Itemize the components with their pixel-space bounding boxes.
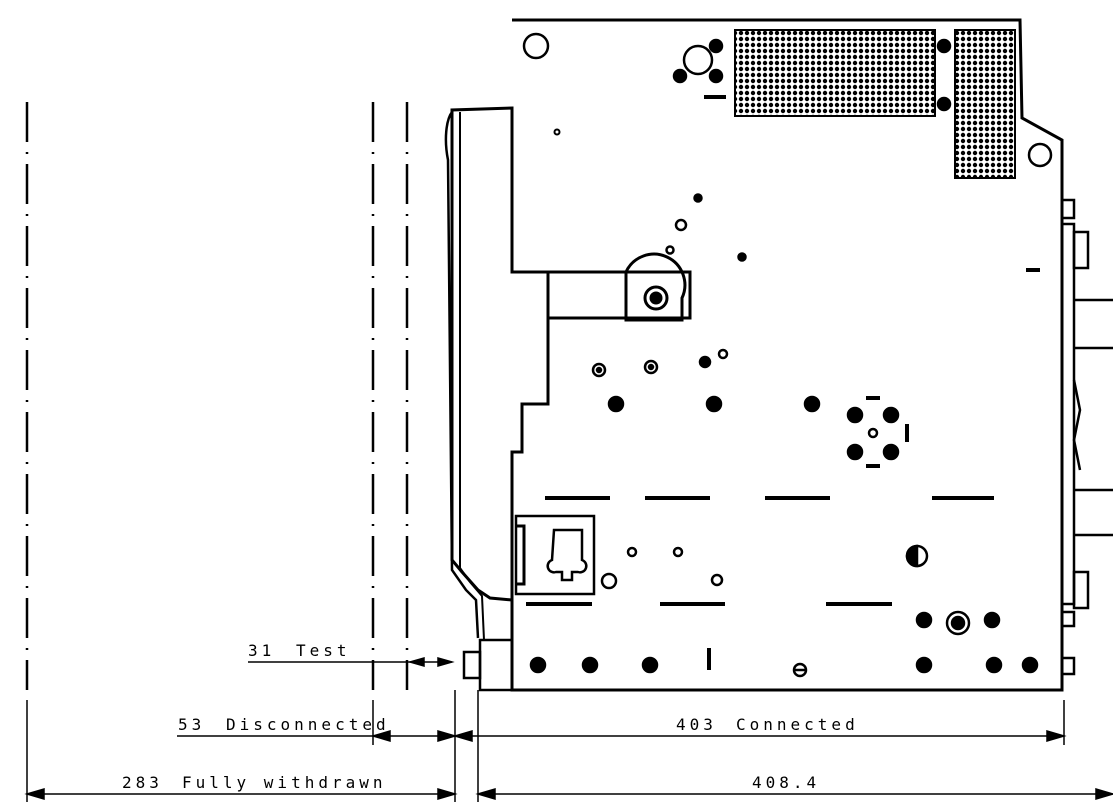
front-panel-curve [444, 111, 480, 639]
middle-fixings [545, 348, 994, 500]
dim-disconnected-value: 53 [178, 715, 205, 734]
grille-top [734, 29, 936, 117]
housing-fixings [522, 32, 1053, 272]
grille-right [954, 29, 1016, 179]
racking-keyhole [546, 528, 588, 582]
base-feet [462, 638, 514, 692]
left-stepped-profile [510, 318, 550, 600]
front-panel-inner [459, 112, 485, 641]
ventilation-grilles [734, 29, 1016, 179]
dim-disconnected-label: Disconnected [226, 715, 390, 734]
dim-test-value: 31 [248, 641, 275, 660]
position-centerlines [25, 102, 409, 690]
lower-mechanism [514, 514, 1039, 678]
dim-test-label: Test [296, 641, 351, 660]
lever-tab [624, 252, 687, 322]
dim-withdrawn-value: 283 [122, 773, 163, 792]
dim-withdrawn-label: Fully withdrawn [182, 773, 387, 792]
dim-overall-value: 408.4 [752, 773, 820, 792]
racking-slot-frame [514, 514, 596, 596]
lever-pivot-outer [643, 285, 669, 311]
lever-pivot-inner [649, 291, 663, 305]
dim-connected-label: Connected [736, 715, 859, 734]
dimension-lines [24, 657, 1113, 802]
rear-terminals [1060, 198, 1113, 676]
dim-connected-value: 403 [676, 715, 717, 734]
